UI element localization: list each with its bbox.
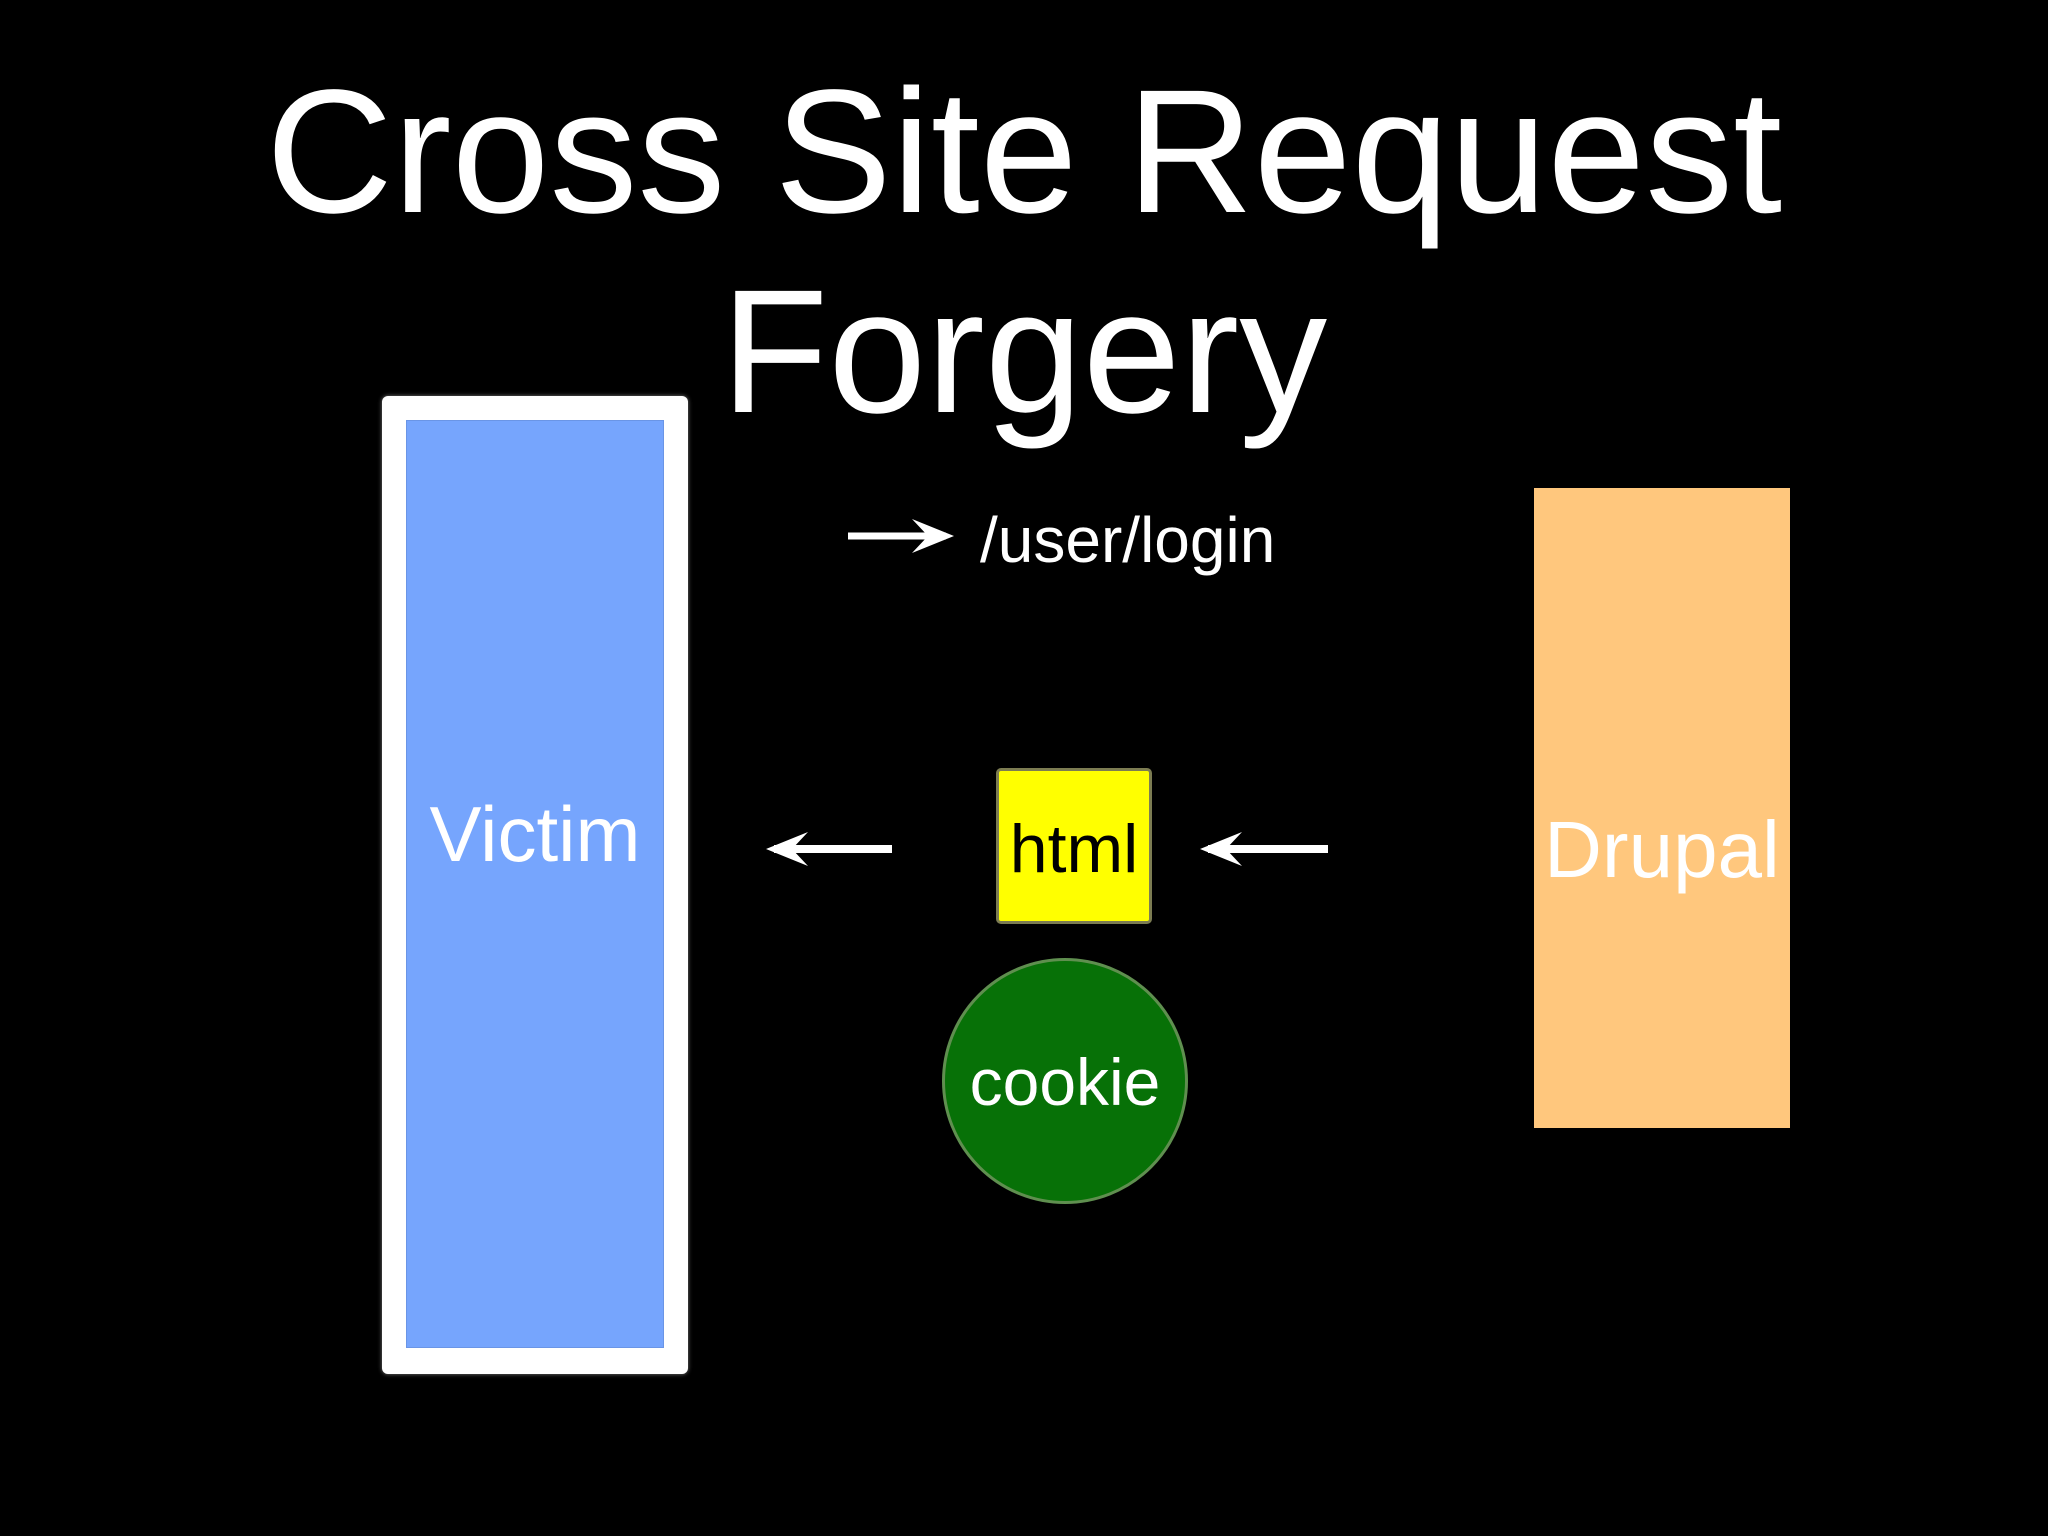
slide-title-line-1: Cross Site Request: [265, 54, 1783, 250]
victim-frame: Victim: [382, 396, 688, 1374]
drupal-label: Drupal: [1544, 805, 1780, 894]
request-path-label: /user/login: [980, 504, 1276, 576]
left-arrow-icon-drupal: [1200, 832, 1328, 866]
html-box: html: [996, 768, 1152, 924]
cookie-label: cookie: [969, 1045, 1161, 1119]
html-label: html: [1009, 811, 1139, 887]
slide-title: Cross Site Request Forgery: [0, 52, 2048, 452]
right-arrow-icon: [848, 519, 954, 553]
slide-title-line-2: Forgery: [720, 254, 1328, 450]
cookie-circle: cookie: [942, 958, 1188, 1204]
left-arrow-icon-victim: [766, 832, 892, 866]
victim-label: Victim: [429, 790, 641, 878]
drupal-box: Drupal: [1534, 488, 1790, 1128]
victim-box: Victim: [406, 420, 664, 1348]
